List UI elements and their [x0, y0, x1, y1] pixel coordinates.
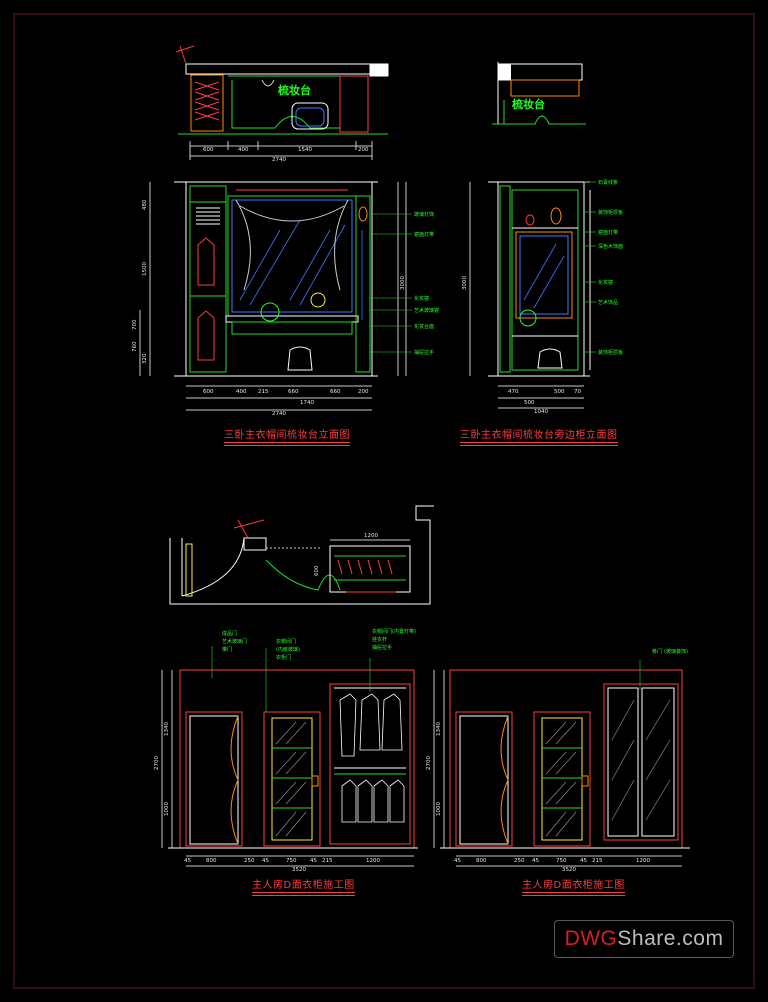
dim-vertical: 760: [132, 341, 138, 353]
note: 镜面灯带: [414, 232, 435, 238]
dim-label: 250: [244, 858, 255, 864]
note: 艺术饰品: [598, 300, 619, 306]
dim-label: 660: [288, 389, 299, 395]
dim-label: 45: [580, 858, 587, 864]
note: 衣帽间门(内置灯带): [372, 629, 416, 635]
caption-wardrobe-left: 主人房D面衣柜施工图: [252, 876, 355, 896]
dim-vertical: 700: [132, 319, 138, 331]
dim-label: 1200: [636, 858, 650, 864]
top-right-plan: [492, 62, 586, 125]
drawing-frame: [13, 13, 755, 989]
dim-label: 200: [358, 147, 369, 153]
dim-label: 45: [262, 858, 269, 864]
note: 深色木饰面: [598, 244, 624, 250]
elevation-right: [469, 181, 596, 409]
note: 衣帽间门: [276, 639, 297, 645]
wardrobe-right: [433, 660, 690, 867]
dim-vertical: 1340: [164, 722, 170, 736]
dim-label: 45: [532, 858, 539, 864]
dim-label: 200: [358, 389, 369, 395]
note: 艺术玻璃门: [222, 639, 248, 645]
dim-label: 600: [203, 389, 214, 395]
dim-label: 215: [258, 389, 269, 395]
dim-total: 3520: [562, 867, 576, 873]
dim-label: 45: [454, 858, 461, 864]
note: 化妆台面: [414, 324, 435, 330]
dim-label: 470: [508, 389, 519, 395]
dim-label: 45: [310, 858, 317, 864]
dim-vertical: 2700: [426, 756, 432, 770]
dim-label: 45: [184, 858, 191, 864]
note: 艺术玻璃镜: [414, 308, 440, 314]
dim-label: 800: [476, 858, 487, 864]
watermark-dwg: DWG: [564, 927, 618, 950]
caption-elevation-right: 三卧主衣帽间梳妆台旁边柜立面图: [460, 426, 618, 446]
dim-label: 600: [203, 147, 214, 153]
dim-vertical: 2700: [154, 756, 160, 770]
note: 衣柜门: [276, 655, 292, 661]
dim-vertical: 1500: [142, 262, 148, 276]
note: 装饰柜层板: [598, 210, 624, 216]
wardrobe-left: [161, 646, 418, 867]
note: 石膏线条: [598, 180, 619, 186]
dim-label: 1200: [364, 533, 378, 539]
top-left-title: 梳妆台: [278, 84, 311, 97]
top-right-title: 梳妆台: [512, 98, 545, 111]
caption-elevation-left: 三卧主衣帽间梳妆台立面图: [224, 426, 350, 446]
dim-label: 750: [286, 858, 297, 864]
dim-label: 750: [556, 858, 567, 864]
dim-vertical: 480: [142, 199, 148, 211]
dim-total: 3520: [292, 867, 306, 873]
dim-sub: 500: [524, 400, 535, 406]
dim-total: 1040: [534, 409, 548, 415]
dim-label: 70: [574, 389, 581, 395]
elevation-left: [139, 181, 412, 411]
dim-label: 1540: [298, 147, 312, 153]
dim-vertical: 3000: [462, 276, 468, 290]
dim-vertical: 600: [314, 565, 320, 577]
dim-label: 1200: [366, 858, 380, 864]
note: 抽屉拉手: [414, 350, 435, 356]
watermark-share: Share.com: [617, 927, 724, 950]
middle-plan: [169, 505, 434, 605]
dim-label: 400: [238, 147, 249, 153]
dim-label: 500: [554, 389, 565, 395]
note: 化妆镜: [598, 280, 614, 286]
dim-label: 800: [206, 858, 217, 864]
note: 抽屉拉手: [372, 645, 393, 651]
dim-vertical: 1340: [436, 722, 442, 736]
note: (玻璃装饰): [664, 649, 688, 655]
note: 镜面灯带: [598, 230, 619, 236]
dim-total: 2740: [272, 411, 286, 417]
top-left-plan: [175, 45, 389, 160]
note: 化妆镜: [414, 296, 430, 302]
dim-label: 215: [592, 858, 603, 864]
note: 装饰柜层板: [598, 350, 624, 356]
dim-sub: 1740: [300, 400, 314, 406]
note: 推门: [222, 647, 233, 653]
note: 玻璃灯饰: [414, 212, 435, 218]
dim-vertical: 320: [142, 353, 148, 365]
dim-vertical: 3000: [400, 276, 406, 290]
note: 成品门: [222, 631, 238, 637]
dim-label: 215: [322, 858, 333, 864]
dim-vertical: 1000: [436, 802, 442, 816]
dim-total: 2740: [272, 157, 286, 163]
dim-label: 250: [514, 858, 525, 864]
caption-wardrobe-right: 主人房D面衣柜施工图: [522, 876, 625, 896]
note: (内嵌玻璃): [276, 647, 300, 653]
dim-vertical: 1000: [164, 802, 170, 816]
note: 移门: [652, 649, 663, 655]
dim-label: 400: [236, 389, 247, 395]
note: 挂衣杆: [372, 637, 388, 643]
dim-label: 660: [330, 389, 341, 395]
